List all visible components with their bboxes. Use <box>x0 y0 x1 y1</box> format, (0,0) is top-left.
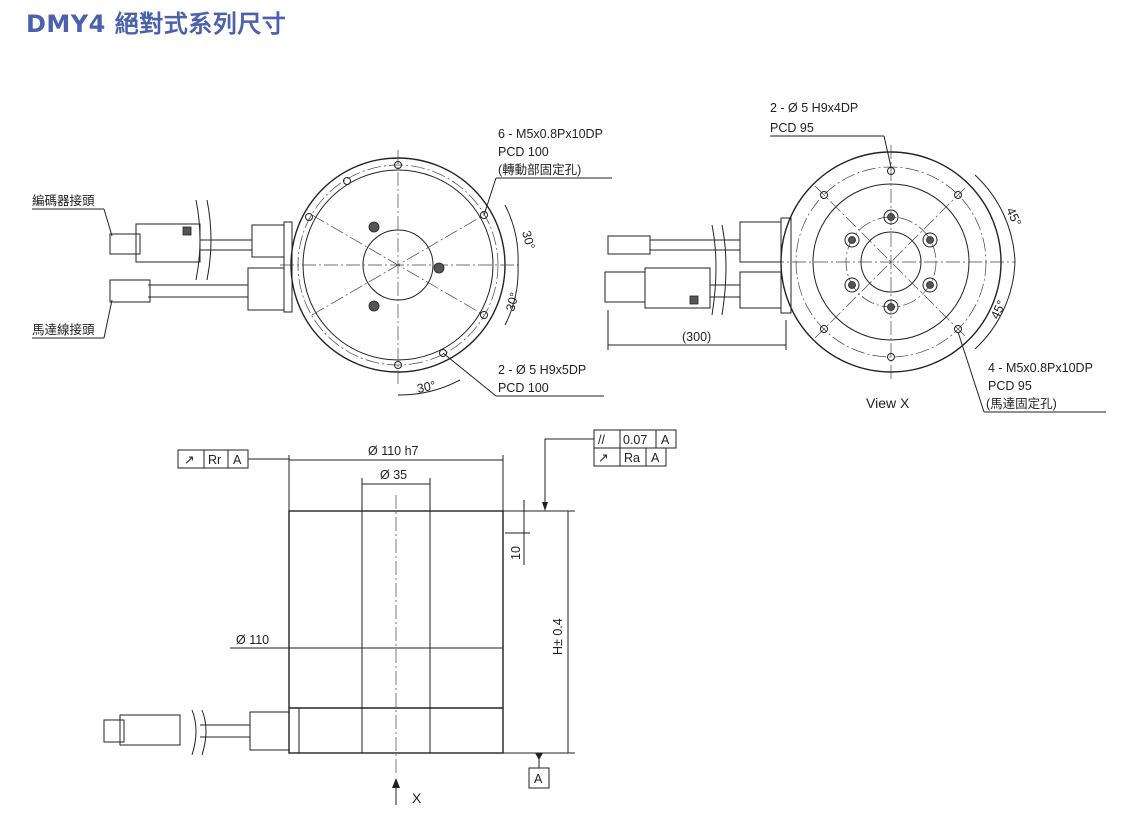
datum-a-label: A <box>534 772 543 786</box>
axial-runout-symbol: ↗ <box>598 451 608 465</box>
bolt-holes <box>305 161 488 369</box>
runout-value: Rr <box>208 453 221 467</box>
stator-holes-note: (馬達固定孔) <box>986 396 1057 411</box>
flange-height-dim: 10 <box>509 546 523 560</box>
height-dim: H± 0.4 <box>551 618 565 655</box>
parallel-value: 0.07 <box>623 433 647 447</box>
angle-label: 45° <box>1003 205 1024 228</box>
parallel-datum: A <box>661 433 670 447</box>
stator-holes-spec: 4 - M5x0.8Px10DP <box>988 361 1093 375</box>
encoder-connector-label: 編碼器接頭 <box>32 193 95 208</box>
pin-holes-spec: 2 - Ø 5 H9x5DP <box>498 363 586 377</box>
angle-label: 45° <box>988 298 1009 321</box>
angle-label: 30° <box>519 229 537 251</box>
angle-label: 30° <box>503 291 521 313</box>
rotor-holes-note: (轉動部固定孔) <box>498 162 581 177</box>
axial-runout-datum: A <box>651 451 660 465</box>
bore-diameter-dim: Ø 35 <box>380 468 407 482</box>
angle-label: 30° <box>416 378 437 396</box>
cable-length-dimension: (300) <box>682 330 711 344</box>
parallel-symbol: // <box>598 433 605 447</box>
stator-holes-pcd: PCD 95 <box>988 379 1032 393</box>
runout-symbol: ↗ <box>184 453 194 467</box>
pin-holes-pcd: PCD 100 <box>498 381 549 395</box>
rotor-holes-spec: 6 - M5x0.8Px10DP <box>498 127 603 141</box>
outer-diameter-dim: Ø 110 h7 <box>368 444 419 458</box>
axial-runout-value: Ra <box>624 451 640 465</box>
runout-datum: A <box>233 453 242 467</box>
pin-holes-pcd: PCD 95 <box>770 121 814 135</box>
page-title: DMY4 絕對式系列尺寸 <box>26 10 287 38</box>
view-arrow-label: X <box>412 790 422 806</box>
side-view: Ø 110 h7 Ø 35 Ø 110 H± 0.4 10 ↗ Rr A // … <box>103 429 677 806</box>
motor-connector-label: 馬達線接頭 <box>32 322 95 337</box>
top-left-view: 編碼器接頭 馬達線接頭 6 - M5x0.8Px10DP PCD 100 (轉動… <box>32 127 612 397</box>
top-right-view: (300) 2 - Ø 5 H9x4DP PCD 95 4 - M5x0.8Px… <box>604 101 1106 413</box>
rotor-holes-pcd: PCD 100 <box>498 145 549 159</box>
body-diameter-dim: Ø 110 <box>236 633 269 647</box>
view-x-label: View X <box>866 395 910 411</box>
pin-holes-spec: 2 - Ø 5 H9x4DP <box>770 101 858 115</box>
